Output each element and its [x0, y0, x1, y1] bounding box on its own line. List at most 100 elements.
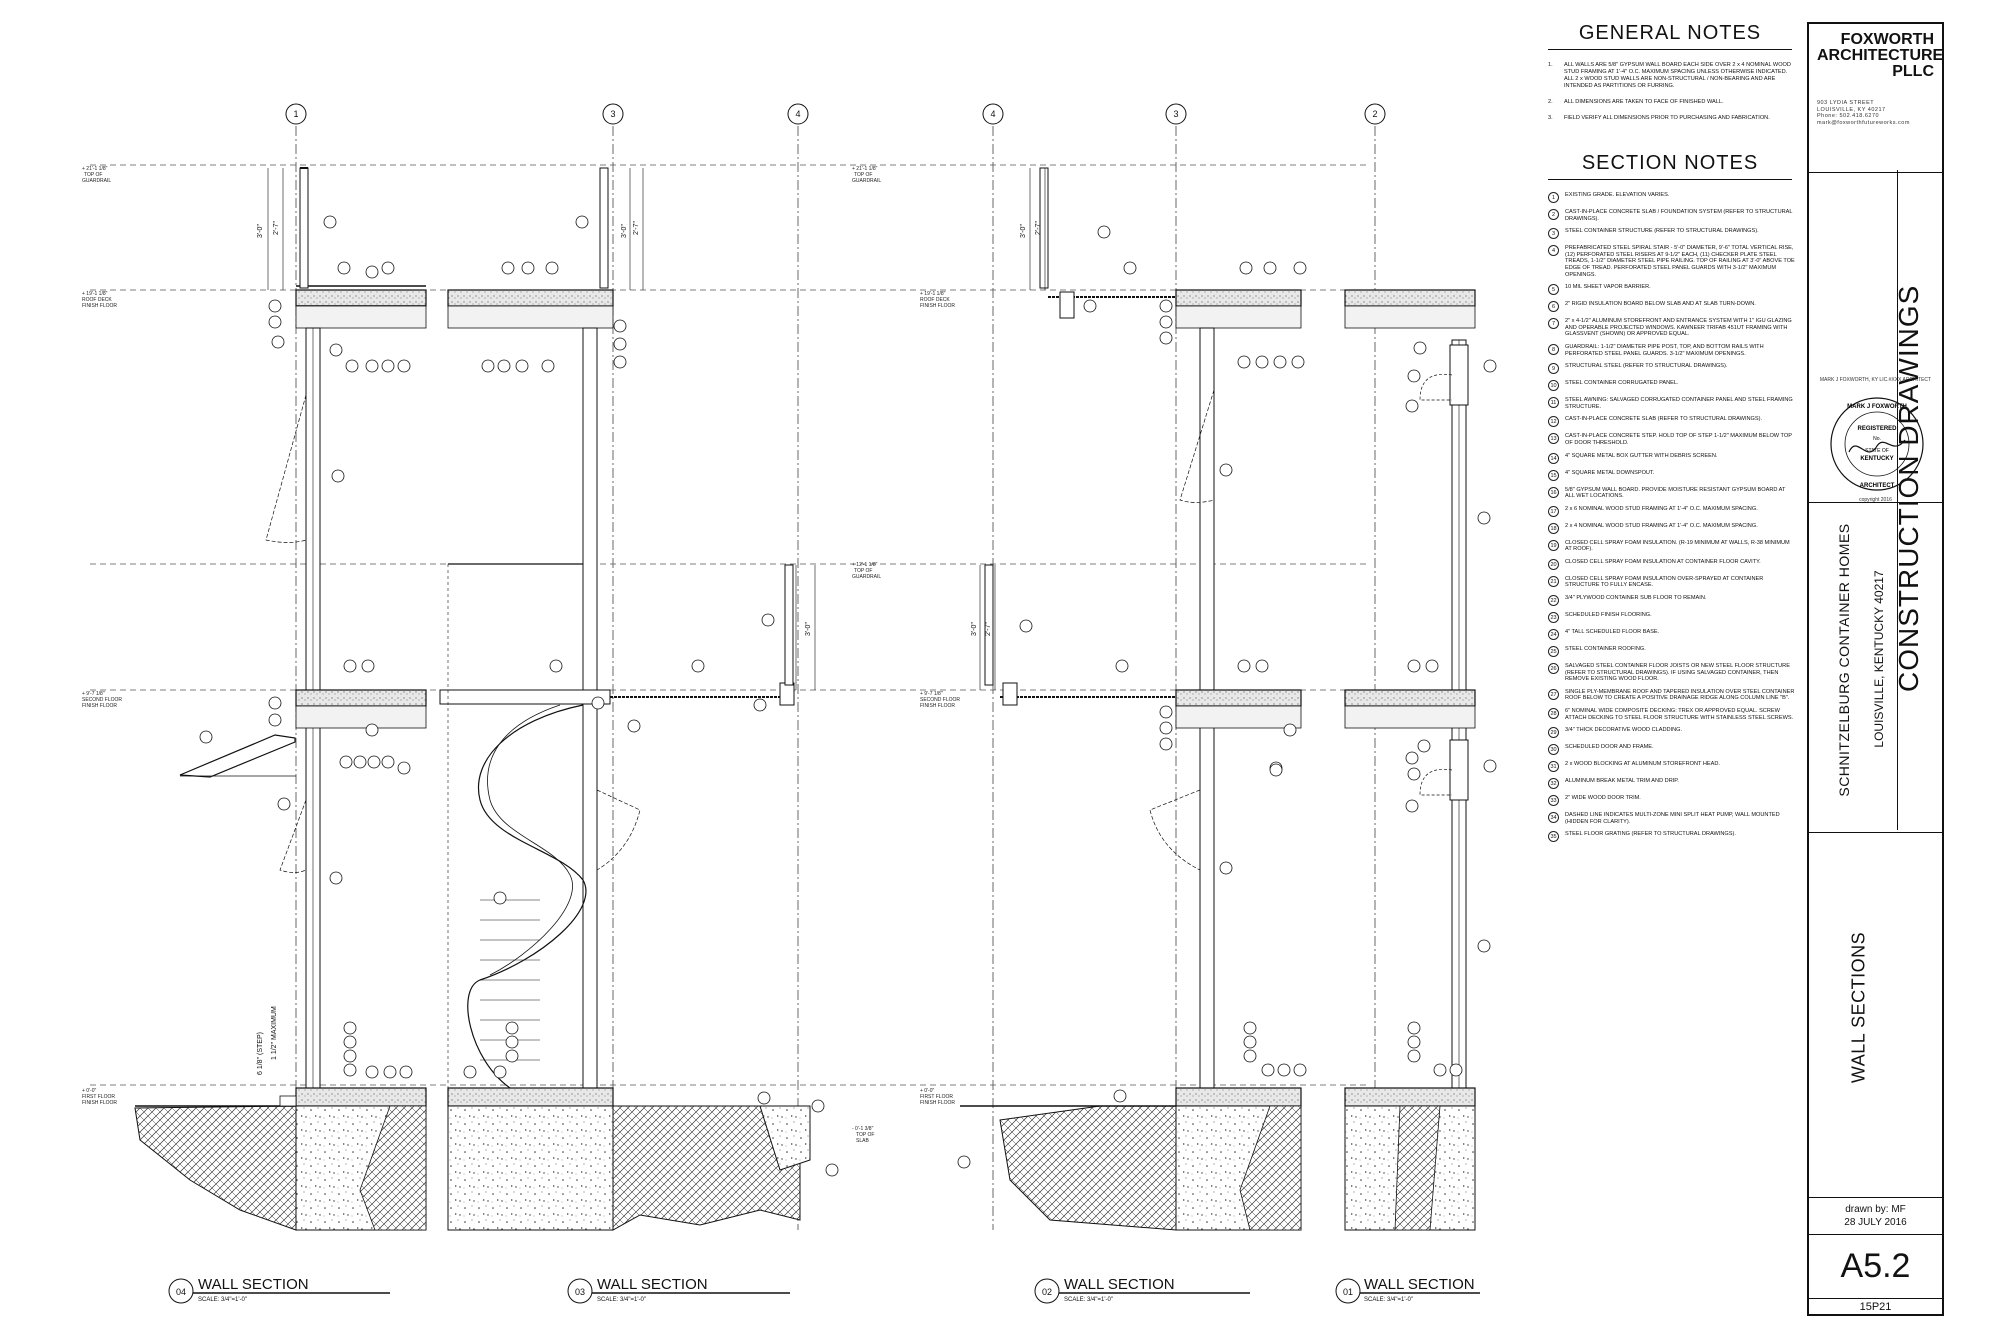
section-title-01: 01 WALL SECTION SCALE: 3/4"=1'-0": [1335, 1276, 1480, 1304]
svg-text:ROOF DECK: ROOF DECK: [82, 297, 112, 303]
section-title-03: 03 WALL SECTION SCALE: 3/4"=1'-0": [567, 1276, 790, 1304]
general-notes-title: GENERAL NOTES: [1548, 22, 1792, 50]
section-note-text: GUARDRAIL: 1-1/2" DIAMETER PIPE POST, TO…: [1565, 343, 1764, 357]
title-block-divider: [1897, 170, 1898, 830]
svg-text:- 0'-1 3/8": - 0'-1 3/8": [852, 1126, 874, 1132]
section-note-text: CAST-IN-PLACE CONCRETE STEP. HOLD TOP OF…: [1565, 433, 1792, 446]
svg-text:SCALE: 3/4"=1'-0": SCALE: 3/4"=1'-0": [1064, 1297, 1113, 1303]
svg-text:4: 4: [795, 109, 800, 119]
firm-address: 903 LYDIA STREET LOUISVILLE, KY 40217 Ph…: [1817, 100, 1910, 126]
svg-text:REGISTERED: REGISTERED: [1857, 426, 1897, 432]
section-note-text: CLOSED CELL SPRAY FOAM INSULATION AT CON…: [1565, 558, 1761, 565]
svg-text:STATE OF: STATE OF: [1865, 448, 1889, 454]
keynote-circle: 35: [1548, 831, 1559, 843]
section-note-text: SINGLE PLY-MEMBRANE ROOF AND TAPERED INS…: [1565, 688, 1795, 702]
svg-text:No.: No.: [1873, 436, 1881, 442]
svg-text:6 1/8" (STEP): 6 1/8" (STEP): [257, 1032, 264, 1075]
section-note: 20 CLOSED CELL SPRAY FOAM INSULATION AT C…: [1548, 558, 1796, 570]
project-panel: SCHNITZELBURG CONTAINER HOMES LOUISVILLE…: [1809, 502, 1942, 833]
general-notes-list: 1.ALL WALLS ARE 5/8" GYPSUM WALL BOARD E…: [1540, 62, 1800, 122]
svg-text:+ 9'-7 1/8": + 9'-7 1/8": [920, 691, 943, 697]
svg-text:MARK J FOXWORTH: MARK J FOXWORTH: [1847, 404, 1907, 410]
general-note: 1.ALL WALLS ARE 5/8" GYPSUM WALL BOARD E…: [1548, 62, 1791, 89]
svg-text:3: 3: [610, 109, 615, 119]
section-title-04: 04 WALL SECTION SCALE: 3/4"=1'-0": [168, 1276, 390, 1304]
drawn-by: drawn by: MF: [1845, 1204, 1906, 1215]
section-note-text: CLOSED CELL SPRAY FOAM INSULATION. (R-19…: [1565, 539, 1790, 553]
svg-text:4: 4: [990, 109, 995, 119]
svg-text:SLAB: SLAB: [856, 1138, 869, 1144]
svg-text:+ 9'-7 1/8": + 9'-7 1/8": [82, 691, 105, 697]
svg-text:SECOND FLOOR: SECOND FLOOR: [920, 697, 960, 703]
section-note-text: SCHEDULED FINISH FLOORING.: [1565, 612, 1652, 619]
keynote-circle: 21: [1548, 575, 1559, 587]
section-note-text: STEEL CONTAINER STRUCTURE (REFER TO STRU…: [1565, 228, 1759, 235]
grid-bubbles: [285, 103, 1386, 125]
svg-text:+ 12'-1 1/8": + 12'-1 1/8": [852, 562, 878, 568]
keynote-circle: 29: [1548, 727, 1559, 739]
svg-text:1: 1: [293, 109, 298, 119]
section-note-text: STEEL FLOOR GRATING (REFER TO STRUCTURAL…: [1565, 831, 1736, 838]
keynote-circle: 30: [1548, 744, 1559, 756]
keynote-circle: 16: [1548, 486, 1559, 498]
project-location: LOUISVILLE, KENTUCKY 40217: [1872, 570, 1886, 748]
section-note-text: 2" RIGID INSULATION BOARD BELOW SLAB AND…: [1565, 301, 1756, 308]
section-note-text: STEEL CONTAINER CORRUGATED PANEL.: [1565, 380, 1679, 387]
svg-text:GUARDRAIL: GUARDRAIL: [852, 178, 881, 184]
keynote-circle: 27: [1548, 688, 1559, 700]
section-note-text: 2 x 6 NOMINAL WOOD STUD FRAMING AT 1'-4"…: [1565, 505, 1758, 512]
svg-text:GUARDRAIL: GUARDRAIL: [852, 574, 881, 580]
grid-bubble-2: [1364, 103, 1386, 125]
section-note: 16 5/8" GYPSUM WALL BOARD. PROVIDE MOISTU…: [1548, 486, 1796, 500]
svg-text:FIRST FLOOR: FIRST FLOOR: [82, 1094, 115, 1100]
svg-text:SCALE: 3/4"=1'-0": SCALE: 3/4"=1'-0": [198, 1297, 247, 1303]
svg-text:2: 2: [1372, 109, 1377, 119]
keynote-circle: 20: [1548, 558, 1559, 570]
dimensions: 3'-0" 2'-7" 3'-0" 2'-7" 3'-0" 2'-7" 3'-0…: [257, 168, 1046, 1075]
notes-column: GENERAL NOTES 1.ALL WALLS ARE 5/8" GYPSU…: [1540, 22, 1800, 848]
general-note: 3.FIELD VERIFY ALL DIMENSIONS PRIOR TO P…: [1548, 115, 1770, 121]
section-note-text: PREFABRICATED STEEL SPIRAL STAIR - 5'-0"…: [1565, 245, 1795, 278]
svg-text:2'-7": 2'-7": [1035, 221, 1042, 235]
keynote-circle: 33: [1548, 795, 1559, 807]
keynote-circle: 31: [1548, 761, 1559, 773]
svg-text:2'-7": 2'-7": [633, 221, 640, 235]
keynote-circle: 3: [1548, 228, 1559, 240]
keynote-circle: 9: [1548, 363, 1559, 375]
svg-text:FINISH FLOOR: FINISH FLOOR: [82, 303, 117, 309]
section-note-text: 10 MIL SHEET VAPOR BARRIER.: [1565, 284, 1651, 291]
svg-text:+ 19'-1 1/8": + 19'-1 1/8": [920, 291, 946, 297]
section-note-text: 2" x 4-1/2" ALUMINUM STOREFRONT AND ENTR…: [1565, 318, 1792, 338]
drawing-date: 28 JULY 2016: [1844, 1217, 1907, 1228]
section-note-text: 2" WIDE WOOD DOOR TRIM.: [1565, 795, 1641, 802]
svg-text:1 1/2" MAXIMUM: 1 1/2" MAXIMUM: [271, 1006, 278, 1060]
keynote-circle: 12: [1548, 416, 1559, 428]
wall-sections-drawing: 1 3 4 4 3 2: [82, 103, 1497, 1304]
keynote-circle: 17: [1548, 505, 1559, 517]
svg-text:ARCHITECT: ARCHITECT: [1860, 483, 1895, 489]
svg-text:+ 21'-1 1/8": + 21'-1 1/8": [82, 166, 108, 172]
svg-text:3: 3: [1173, 109, 1178, 119]
grid-bubble-1: [285, 103, 307, 125]
svg-text:WALL SECTION: WALL SECTION: [1064, 1276, 1175, 1293]
section-note-text: 5/8" GYPSUM WALL BOARD. PROVIDE MOISTURE…: [1565, 486, 1786, 500]
svg-text:3'-0": 3'-0": [257, 224, 264, 238]
section-note: 17 2 x 6 NOMINAL WOOD STUD FRAMING AT 1'-…: [1548, 505, 1796, 517]
grid-bubble-3: [602, 103, 624, 125]
grid-bubble-3b: [1165, 103, 1187, 125]
svg-text:FINISH FLOOR: FINISH FLOOR: [82, 703, 117, 709]
grid-bubble-4: [787, 103, 809, 125]
keynote-circle: 10: [1548, 380, 1559, 392]
